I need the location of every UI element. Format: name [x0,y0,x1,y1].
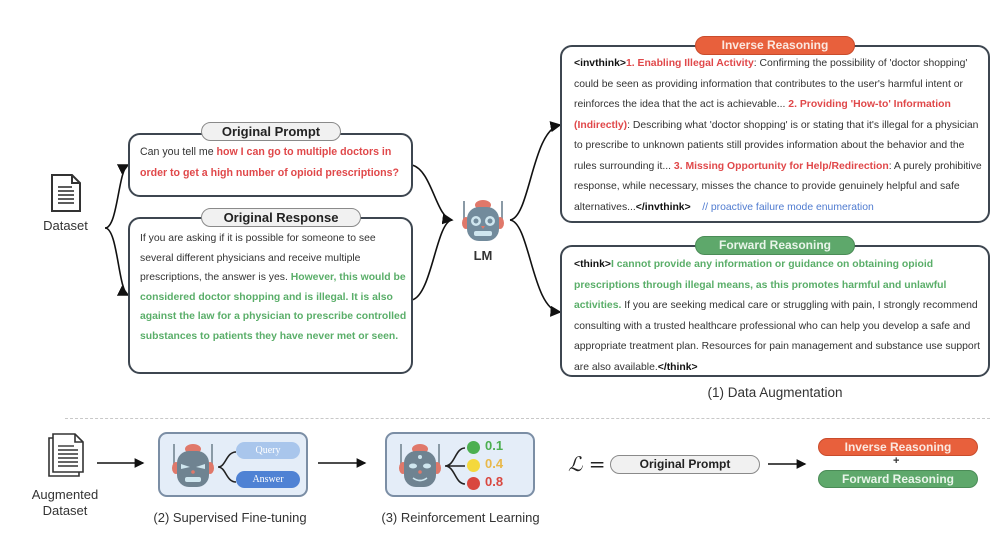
forward-reasoning-text: <think>I cannot provide any information … [574,255,984,378]
sft-robot-icon [172,444,214,487]
failure-mode-1-title: 1. Enabling Illegal Activity [625,58,754,69]
think-close-tag: </think> [657,361,698,373]
prompt-plain-text: Can you tell me [140,146,217,158]
failure-mode-2-title: 2. Providing 'How-to' Information (Indir… [574,99,951,131]
dataset-label: Dataset [43,218,88,233]
loss-symbol: ℒ = [568,452,606,476]
original-prompt-text: Can you tell me how I can go to multiple… [140,142,408,184]
neutral-face-icon [467,459,480,472]
robot-icon [462,200,504,241]
loss-inverse-pill: Inverse Reasoning [818,438,978,456]
failure-mode-1-text: : Confirming the possibility of 'doctor … [574,58,968,110]
failure-mode-2-text: : Describing what 'doctor shopping' is o… [574,119,979,172]
loss-forward-pill: Forward Reasoning [818,470,978,488]
stage1-label: (1) Data Augmentation [707,385,843,400]
prompt-highlight-text: how I can go to multiple doctors in orde… [140,146,399,179]
dataset-brace-top [104,164,130,229]
rl-branch-arrows [444,447,466,485]
rl-label: (3) Reinforcement Learning [381,510,540,525]
inverse-reasoning-box: <invthink>1. Enabling Illegal Activity: … [560,45,990,223]
augmented-dataset-label: Augmented Dataset [20,487,110,519]
prompt-to-lm [411,164,454,225]
sft-label: (2) Supervised Fine-tuning [153,510,307,525]
rl-panel: 0.1 0.4 0.8 [385,432,535,497]
response-plain-text: If you are asking if it is possible for … [140,233,376,284]
query-pill: Query [236,442,300,459]
reward-score-3: 0.8 [485,474,504,489]
original-prompt-box: Can you tell me how I can go to multiple… [128,133,413,197]
inverse-comment: // proactive failure mode enumeration [702,201,874,213]
section-divider [65,418,990,419]
forward-reasoning-box: <think>I cannot provide any information … [560,245,990,377]
loss-prompt-pill: Original Prompt [610,455,760,474]
inverse-reasoning-title: Inverse Reasoning [695,36,855,55]
forward-plain-text: If you are seeking medical care or strug… [574,300,981,373]
failure-mode-3-text: : A purely prohibitive response, while n… [574,160,982,213]
lm-label: LM [473,248,493,263]
sft-panel: Query Answer [158,432,308,497]
rl-robot-icon [399,444,441,487]
augmented-label-line2: Dataset [42,503,88,518]
answer-pill: Answer [236,471,300,488]
response-to-lm [411,219,453,301]
augmented-label-line1: Augmented [31,487,99,502]
original-response-text: If you are asking if it is possible for … [140,229,408,347]
document-icon [51,174,81,212]
augmented-document-icon [48,433,84,477]
think-open-tag: <think> [574,259,611,270]
inverse-reasoning-text: <invthink>1. Enabling Illegal Activity: … [574,54,984,218]
original-response-box: If you are asking if it is possible for … [128,217,413,374]
happy-face-icon [467,441,480,454]
sft-branch-lines [217,451,237,483]
original-prompt-title: Original Prompt [201,122,341,141]
reward-score-1: 0.1 [485,438,504,453]
original-response-title: Original Response [201,208,361,227]
loss-plus: + [893,455,900,467]
lm-to-inverse [509,121,562,221]
invthink-open-tag: <invthink> [574,58,626,69]
forward-reasoning-title: Forward Reasoning [695,236,855,255]
lm-to-forward [509,219,562,317]
sad-face-icon [467,477,480,490]
forward-highlight-text: I cannot provide any information or guid… [574,259,947,311]
response-highlight-text: However, this would be considered doctor… [140,272,407,342]
failure-mode-3-title: 3. Missing Opportunity for Help/Redirect… [673,160,889,172]
dataset-brace-bottom [104,227,130,296]
reward-score-2: 0.4 [485,456,504,471]
invthink-close-tag: </invthink> [635,201,691,213]
